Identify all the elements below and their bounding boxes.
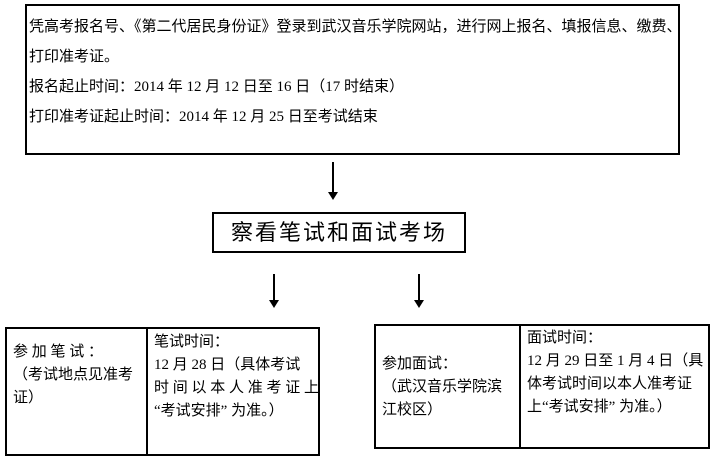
registration-info-box: 凭高考报名号、《第二代居民身份证》登录到武汉音乐学院网站，进行网上报名、填报信息…	[25, 4, 682, 155]
written-exam-location-line-1: （考试地点见准考	[13, 367, 134, 383]
written-exam-time-line-3: “考试安排” 为准。）	[154, 403, 284, 419]
interview-time-line-2: 体考试时间以本人准考证	[527, 376, 693, 392]
registration-period-line: 报名起止时间：2014 年 12 月 12 日至 16 日（17 时结束）	[29, 79, 405, 95]
written-exam-title-line: 参 加 笔 试 ：	[13, 344, 104, 360]
interview-title-line: 参加面试：	[382, 356, 458, 372]
view-exam-rooms-label: 察看笔试和面试考场	[230, 220, 447, 245]
interview-time-cell: 面试时间： 12 月 29 日至 1 月 4 日（具 体考试时间以本人准考证 上…	[521, 326, 708, 447]
written-exam-time-title-line: 笔试时间：	[154, 334, 230, 350]
arrow-head	[269, 300, 279, 308]
arrow-shaft	[418, 274, 420, 301]
arrow-shaft	[273, 274, 275, 301]
registration-info-line-1: 凭高考报名号、《第二代居民身份证》登录到武汉音乐学院网站，进行网上报名、填报信息…	[29, 19, 682, 35]
down-arrow-icon-top	[328, 162, 338, 200]
written-exam-time-line-1: 12 月 28 日（具体考试	[154, 357, 301, 373]
admission-ticket-print-period-line: 打印准考证起止时间：2014 年 12 月 25 日至考试结束	[29, 109, 378, 125]
interview-time-line-1: 12 月 29 日至 1 月 4 日（具	[527, 353, 704, 369]
interview-location-line-2: 江校区）	[382, 402, 443, 418]
interview-time-line-3: 上“考试安排” 为准。）	[527, 399, 672, 415]
arrow-shaft	[332, 162, 334, 193]
written-exam-time-cell: 笔试时间： 12 月 28 日（具体考试 时 间 以 本 人 准 考 证 上 “…	[148, 329, 322, 454]
interview-location-line-1: （武汉音乐学院滨	[382, 379, 503, 395]
written-exam-time-line-2: 时 间 以 本 人 准 考 证 上	[154, 380, 320, 396]
interview-time-title-line: 面试时间：	[527, 330, 603, 346]
down-arrow-icon-left	[269, 274, 279, 308]
written-exam-location-line-2: 证）	[13, 390, 44, 406]
view-exam-rooms-box: 察看笔试和面试考场	[212, 212, 466, 253]
registration-info-line-2: 打印准考证。	[29, 49, 120, 65]
arrow-head	[414, 300, 424, 308]
down-arrow-icon-right	[414, 274, 424, 308]
written-exam-participation-cell: 参 加 笔 试 ： （考试地点见准考 证）	[7, 329, 148, 454]
interview-table: 参加面试： （武汉音乐学院滨 江校区） 面试时间： 12 月 29 日至 1 月…	[374, 324, 710, 449]
interview-participation-cell: 参加面试： （武汉音乐学院滨 江校区）	[376, 326, 521, 447]
arrow-head	[328, 192, 338, 200]
written-exam-table: 参 加 笔 试 ： （考试地点见准考 证） 笔试时间： 12 月 28 日（具体…	[5, 327, 320, 456]
